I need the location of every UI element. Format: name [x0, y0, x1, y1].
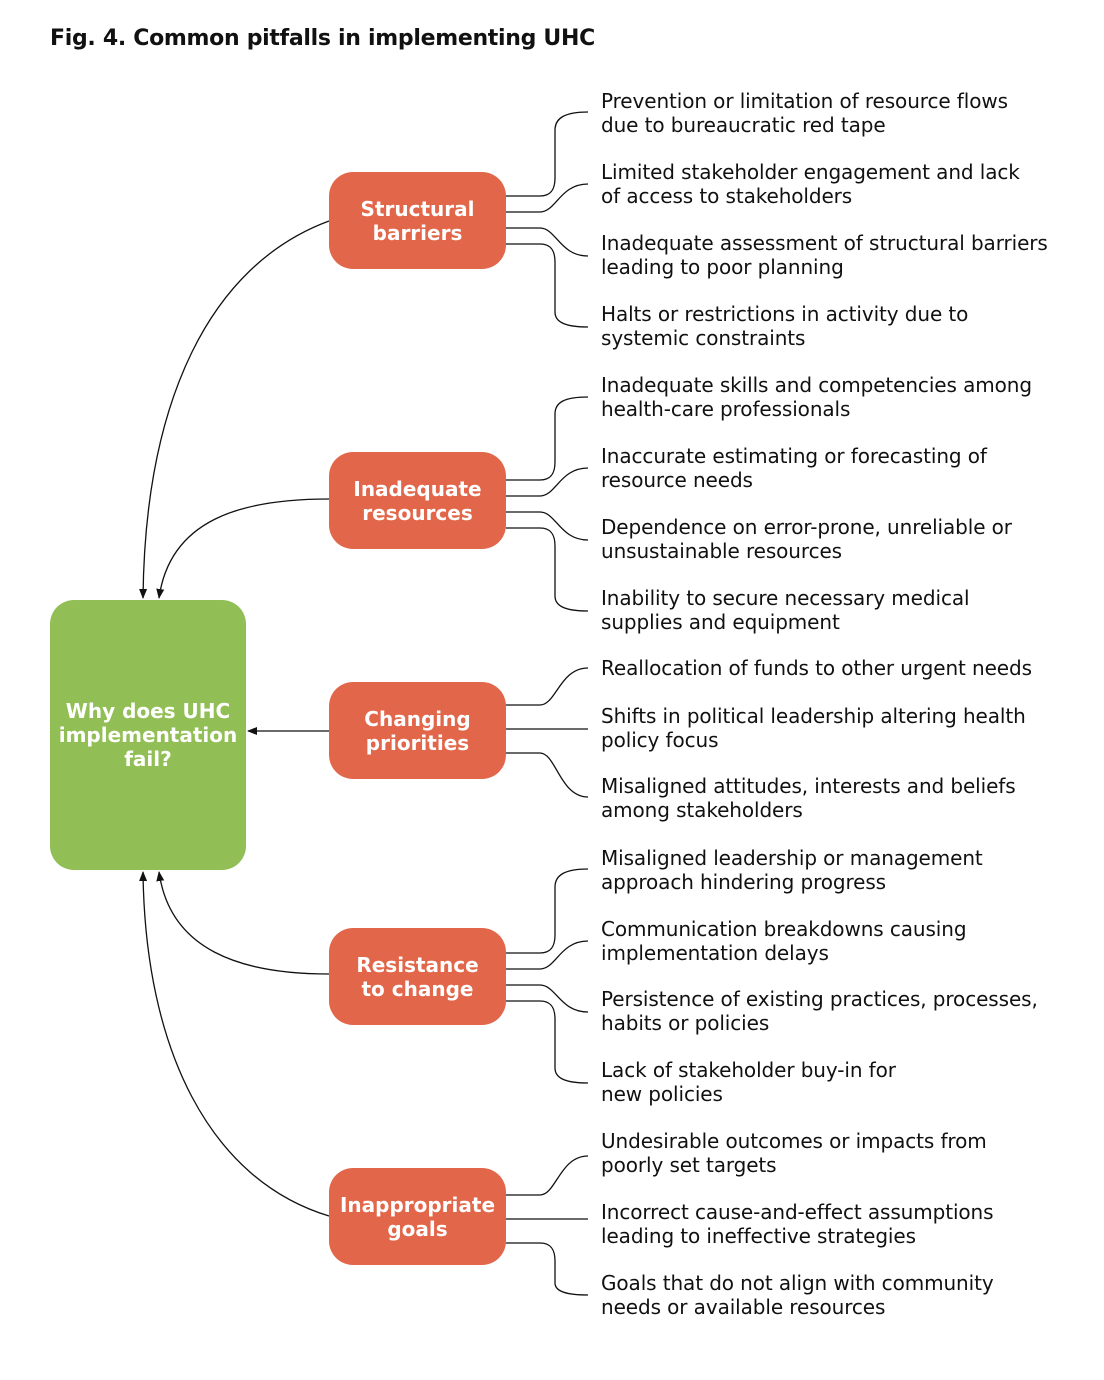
reason-item: Halts or restrictions in activity due to… [601, 302, 969, 350]
reason-item: Misaligned attitudes, interests and beli… [601, 774, 1016, 822]
reason-item: Reallocation of funds to other urgent ne… [601, 656, 1032, 680]
branch-resistance-to-change-4 [506, 1000, 589, 1084]
category-label: Inappropriate goals [339, 1192, 496, 1241]
category-box-inappropriate-goals: Inappropriate goals [329, 1168, 506, 1265]
reason-item: Lack of stakeholder buy-in for new polic… [601, 1058, 896, 1106]
branch-changing-priorities-1 [506, 667, 589, 706]
reason-item: Goals that do not align with community n… [601, 1271, 994, 1319]
category-label: Changing priorities [364, 706, 471, 755]
arrow-structural-barriers [139, 220, 330, 599]
branch-inappropriate-goals-1 [506, 1155, 589, 1196]
category-box-structural-barriers: Structural barriers [329, 172, 506, 269]
category-label: Structural barriers [360, 196, 475, 245]
arrow-inadequate-resources [156, 498, 330, 599]
reason-item: Inadequate assessment of structural barr… [601, 231, 1048, 279]
reason-item: Dependence on error-prone, unreliable or… [601, 515, 1012, 563]
figure-title: Fig. 4. Common pitfalls in implementing … [50, 26, 595, 51]
category-label: Resistance to change [356, 952, 479, 1001]
branch-structural-barriers-4 [506, 243, 589, 328]
branch-resistance-to-change-2 [506, 940, 589, 970]
category-label: Inadequate resources [353, 476, 482, 525]
branch-structural-barriers-2 [506, 183, 589, 213]
category-box-resistance-to-change: Resistance to change [329, 928, 506, 1025]
reason-item: Shifts in political leadership altering … [601, 704, 1026, 752]
reason-item: Communication breakdowns causing impleme… [601, 917, 967, 965]
reason-item: Incorrect cause-and-effect assumptions l… [601, 1200, 994, 1248]
branch-changing-priorities-3 [506, 752, 589, 798]
arrow-resistance-to-change [156, 871, 330, 975]
branch-inadequate-resources-1 [506, 396, 589, 481]
branch-structural-barriers-1 [506, 111, 589, 197]
arrow-inappropriate-goals [139, 871, 330, 1217]
branch-structural-barriers-3 [506, 227, 589, 257]
branch-resistance-to-change-1 [506, 868, 589, 954]
reason-item: Inadequate skills and competencies among… [601, 373, 1032, 421]
branch-inadequate-resources-3 [506, 511, 589, 541]
branch-resistance-to-change-3 [506, 984, 589, 1013]
reason-item: Persistence of existing practices, proce… [601, 987, 1038, 1035]
branch-inappropriate-goals-3 [506, 1242, 589, 1296]
category-box-inadequate-resources: Inadequate resources [329, 452, 506, 549]
reason-item: Undesirable outcomes or impacts from poo… [601, 1129, 987, 1177]
reason-item: Inability to secure necessary medical su… [601, 586, 970, 634]
reason-item: Misaligned leadership or management appr… [601, 846, 983, 894]
category-box-changing-priorities: Changing priorities [329, 682, 506, 779]
reason-item: Limited stakeholder engagement and lack … [601, 160, 1020, 208]
reason-item: Inaccurate estimating or forecasting of … [601, 444, 987, 492]
reason-item: Prevention or limitation of resource flo… [601, 89, 1008, 137]
branch-inadequate-resources-2 [506, 467, 589, 497]
branch-inadequate-resources-4 [506, 527, 589, 612]
center-question-box: Why does UHC implementation fail? [50, 600, 246, 870]
center-question-label: Why does UHC implementation fail? [58, 699, 238, 771]
